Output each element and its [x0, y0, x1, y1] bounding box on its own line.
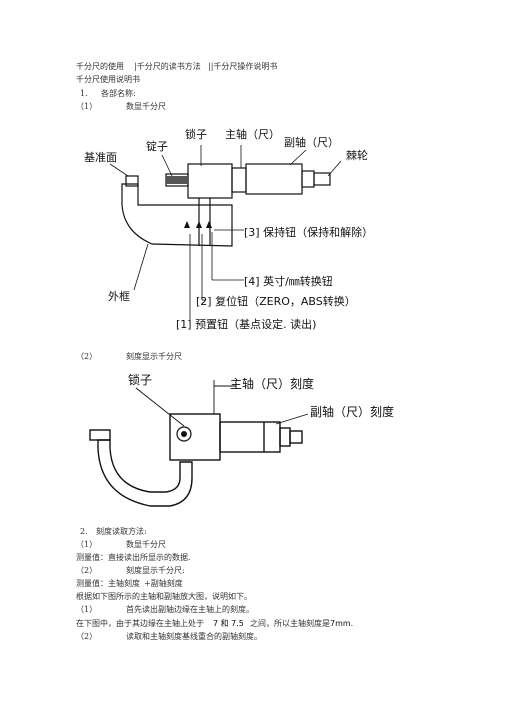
label-hold-button: [3] 保持钮（保持和解除） [244, 225, 373, 239]
section2-s2-text-c: 根据如下图所示的主轴和副轴放大图，说明如下。 [76, 592, 252, 601]
section2-step1-detail-c: 之间，所以主轴刻度是 [250, 619, 330, 628]
section1-sub1-num: （1） [76, 102, 98, 111]
label-frame: 外框 [108, 290, 130, 303]
section2-num: 2. [80, 527, 88, 536]
label-reset-button: [2] 复位钮（ZERO，ABS转换） [196, 294, 356, 308]
label-inch-mm-button: [4] 英寸/㎜转换钮 [244, 274, 333, 288]
header-title-1: 千分尺的使用 [76, 62, 124, 71]
section2-s2-text-a: 测量值：主轴刻度 [76, 579, 140, 588]
label-base-face: 基准面 [84, 151, 117, 164]
label-lock-2: 锁子 [128, 372, 152, 387]
header-title-2: |千分尺的读书方法 [134, 62, 201, 71]
section2-s1-title: 数显千分尺 [126, 540, 166, 549]
label-lock: 锁子 [185, 127, 207, 141]
section2-step1-num: （1） [76, 605, 98, 614]
section2-step2-num: （2） [76, 632, 98, 641]
header-title-3: ||千分尺操作说明书 [208, 62, 278, 71]
section2-title: 刻度读取方法: [96, 527, 147, 536]
header-subtitle: 千分尺使用说明书 [76, 75, 140, 84]
section2-step1-text: 首先读出副轴边缘在主轴上的刻度。 [126, 605, 254, 614]
section2-step1-detail-b: 7 和 7.5 [213, 619, 244, 628]
section2-s1-text: 测量值：直接读出所显示的数据. [76, 553, 191, 562]
label-main-scale-2: 主轴（尺）刻度 [230, 376, 314, 391]
label-ratchet: 棘轮 [346, 148, 368, 162]
section2-s2-title: 刻度显示千分尺: [126, 566, 185, 575]
section1-sub1-title: 数显千分尺 [126, 102, 166, 111]
section2-step2-text: 读取和主轴刻度基线重合的副轴刻度。 [126, 632, 262, 641]
section1-title: 各部名称: [101, 89, 136, 98]
label-thimble: 副轴（尺） [284, 135, 339, 149]
section1-num: 1. [80, 89, 88, 98]
section2-s1-num: （1） [76, 540, 98, 549]
label-spindle: 锭子 [146, 139, 168, 153]
section2-step1-detail-d: 7mm. [330, 619, 354, 628]
section2-s2-text-b: +副轴刻度 [144, 579, 183, 588]
section2-s2-num: （2） [76, 566, 98, 575]
section1-sub2-title: 刻度显示千分尺 [126, 352, 182, 361]
label-preset-button: [1] 预置钮（基点设定. 读出) [176, 317, 316, 331]
section2-step1-detail-a: 在下图中，由于其边缘在主轴上处于 [76, 619, 204, 628]
label-thimble-scale: 副轴（尺）刻度 [310, 404, 394, 419]
section1-sub2-num: （2） [76, 352, 98, 361]
label-main-scale: 主轴（尺） [225, 127, 280, 141]
